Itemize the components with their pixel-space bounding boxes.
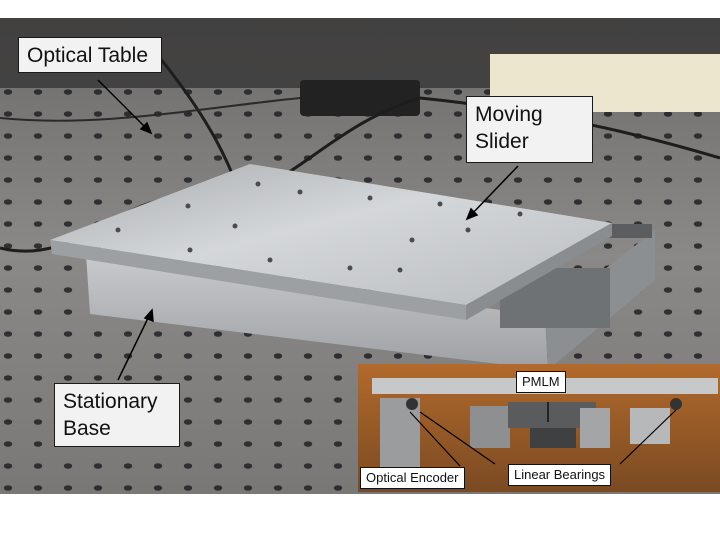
connector-box [300, 80, 420, 116]
stationary-base-side [86, 254, 548, 370]
screw-holes [115, 181, 523, 273]
moving-slider-top [50, 164, 612, 305]
moving-slider-line2: Slider [475, 130, 529, 153]
stationary-base-line1: Stationary [63, 390, 158, 413]
label-pmlm: PMLM [516, 371, 566, 393]
label-stationary-base: Stationary Base [54, 383, 180, 447]
optical-table-text: Optical Table [27, 44, 149, 67]
label-optical-table: Optical Table [18, 37, 162, 73]
linear-bearings-text: Linear Bearings [514, 467, 606, 482]
moving-slider-line1: Moving [475, 103, 543, 126]
pmlm-text: PMLM [522, 374, 560, 389]
label-optical-encoder: Optical Encoder [360, 467, 465, 489]
stationary-base-line2: Base [63, 417, 111, 440]
label-linear-bearings: Linear Bearings [508, 464, 612, 486]
moving-slider-right-edge [466, 223, 612, 320]
label-moving-slider: Moving Slider [466, 96, 593, 163]
optical-encoder-text: Optical Encoder [366, 470, 459, 485]
moving-slider-front-edge [50, 240, 466, 320]
cable [0, 97, 301, 122]
annotation-arrows [97, 79, 519, 381]
